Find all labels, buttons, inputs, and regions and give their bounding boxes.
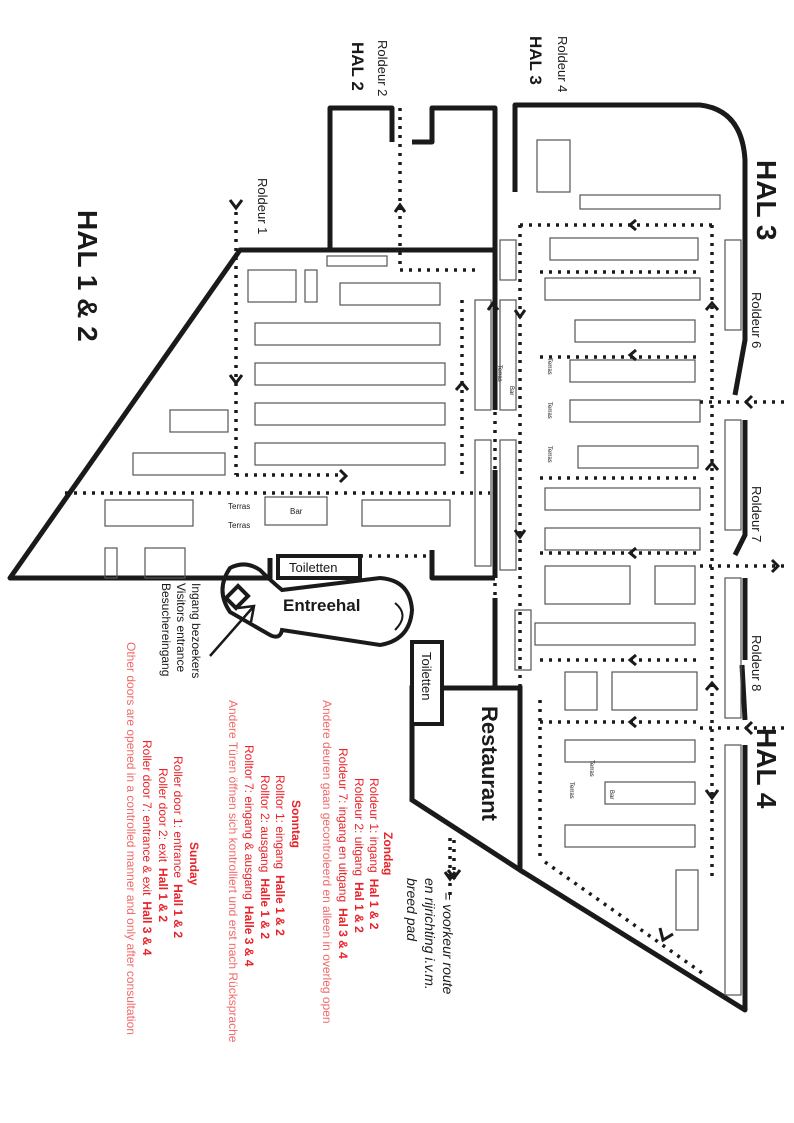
legend: = voorkeur route en rijrichting i.v.m. b… bbox=[404, 840, 462, 995]
bar-hal4-label: Bar bbox=[608, 790, 614, 799]
sunday-line-2: Roller door 2: exitHall 1 & 2 bbox=[156, 768, 170, 922]
terras-hal3-1: Terras bbox=[496, 365, 502, 382]
notes-sunday: Sunday Roller door 1: entranceHall 1 & 2… bbox=[124, 642, 201, 1035]
roldeur-2-label: Roldeur 2 bbox=[375, 40, 390, 96]
zondag-title: Zondag bbox=[381, 832, 395, 875]
bar-hal3-label: Bar bbox=[508, 386, 514, 395]
terras-hal3-3: Terras bbox=[546, 402, 552, 419]
roldeur-4-label: Roldeur 4 bbox=[555, 36, 570, 92]
notes-sonntag: Sonntag Rolltor 1: eingangHalle 1 & 2 Ro… bbox=[226, 700, 303, 1043]
toiletten-a-box bbox=[276, 554, 362, 580]
legend-line-3: breed pad bbox=[404, 878, 420, 942]
legend-line-2: en rijrichting i.v.m. bbox=[422, 878, 438, 990]
notes-zondag: Zondag Roldeur 1: ingangHal 1 & 2 Roldeu… bbox=[320, 700, 395, 1024]
sunday-line-3: Roller door 7: entrance & exitHall 3 & 4 bbox=[140, 740, 154, 956]
terras-hal4-2: Terras bbox=[588, 760, 594, 777]
roldeur-1-label: Roldeur 1 bbox=[255, 178, 270, 234]
legend-line-1: = voorkeur route bbox=[440, 892, 456, 995]
hal-4-label: HAL 4 bbox=[751, 728, 782, 809]
terras-2-label: Terras bbox=[228, 521, 250, 530]
sonntag-title: Sonntag bbox=[289, 800, 303, 848]
hal-2-label: HAL 2 bbox=[348, 42, 367, 91]
route-arrows bbox=[228, 199, 781, 943]
sunday-line-1: Roller door 1: entranceHall 1 & 2 bbox=[171, 756, 185, 938]
entrance-nl: Ingang bezoekers bbox=[189, 583, 203, 678]
sunday-title: Sunday bbox=[187, 842, 201, 886]
roldeur-8-label: Roldeur 8 bbox=[749, 635, 764, 691]
sonntag-line-1: Rolltor 1: eingangHalle 1 & 2 bbox=[273, 775, 287, 936]
terras-1-label: Terras bbox=[228, 502, 250, 511]
toiletten-b-label: Toiletten bbox=[419, 652, 434, 700]
sonntag-line-3: Rolltor 7: eingang & ausgangHalle 3 & 4 bbox=[242, 745, 256, 967]
sunday-line-4: Other doors are opened in a controlled m… bbox=[124, 642, 138, 1035]
toiletten-b-box bbox=[410, 640, 444, 726]
entrance-de: Besuchereingang bbox=[159, 583, 173, 676]
hal-1-2-label: HAL 1 & 2 bbox=[72, 210, 103, 342]
zondag-line-2: Roldeur 2: uitgangHal 1 & 2 bbox=[352, 778, 366, 933]
toiletten-a-label: Toiletten bbox=[289, 560, 337, 575]
hal-1-2-walls bbox=[7, 105, 498, 581]
sonntag-line-2: Rolltor 2: ausgangHalle 1 & 2 bbox=[258, 775, 272, 939]
restaurant-label: Restaurant bbox=[477, 706, 502, 822]
hal-3-top-label: HAL 3 bbox=[526, 36, 545, 85]
sonntag-line-4: Andere Türen öffnen sich kontrolliert un… bbox=[226, 700, 240, 1043]
terras-hal3-4: Terras bbox=[546, 446, 552, 463]
zondag-line-3: Roldeur 7: ingang en uitgangHal 3 & 4 bbox=[336, 748, 350, 959]
hal-3-side-label: HAL 3 bbox=[751, 160, 782, 240]
roldeur-7-label: Roldeur 7 bbox=[749, 486, 764, 542]
booths bbox=[104, 139, 742, 996]
zondag-line-4: Andere deuren gaan gecontroleerd en alle… bbox=[320, 700, 334, 1024]
bar-main-label: Bar bbox=[290, 507, 303, 516]
entrance-en: Visitors entrance bbox=[174, 583, 188, 672]
entrance-arrow-icon bbox=[209, 604, 256, 657]
roldeur-6-label: Roldeur 6 bbox=[749, 292, 764, 348]
terras-hal3-2: Terras bbox=[546, 358, 552, 375]
hal-3-4-walls bbox=[492, 102, 748, 1013]
entreehal-walls bbox=[220, 562, 415, 648]
zondag-line-1: Roldeur 1: ingangHal 1 & 2 bbox=[367, 778, 381, 930]
terras-hal4-1: Terras bbox=[568, 782, 574, 799]
entreehal-label: Entreehal bbox=[283, 596, 360, 615]
preferred-routes bbox=[65, 108, 790, 977]
